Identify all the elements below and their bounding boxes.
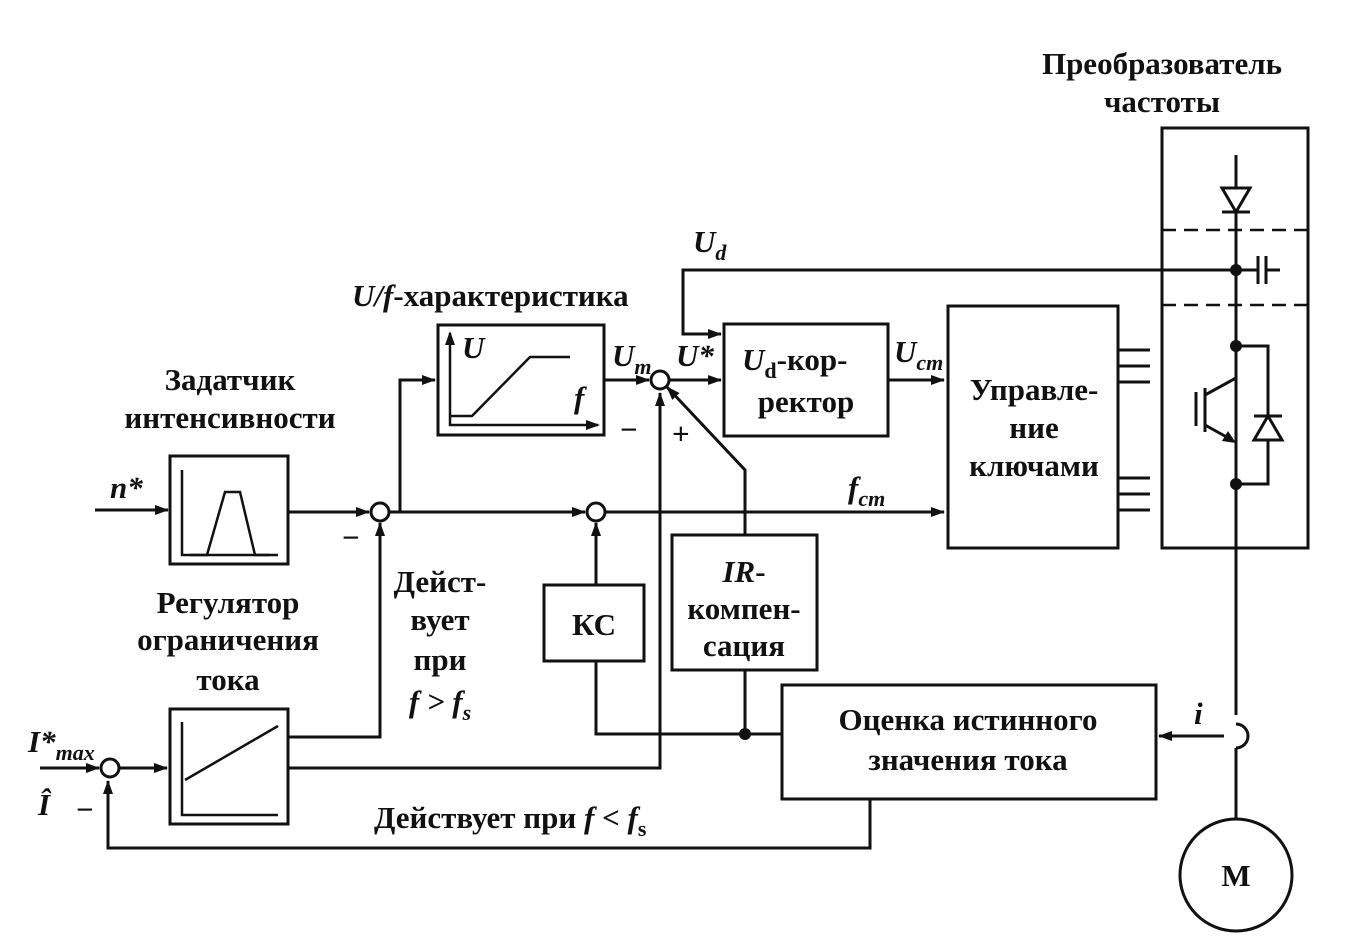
current-estimate-block — [780, 683, 1158, 801]
u-star-signal: U* — [676, 338, 714, 373]
i-hat-signal: Î — [37, 787, 52, 822]
ud-signal: Ud — [693, 224, 727, 265]
ud-corrector-label-2: ректор — [758, 384, 854, 419]
minus-sign-sumI: − — [76, 792, 94, 827]
motor-label: М — [1221, 858, 1250, 893]
graph-f-label: f — [574, 380, 587, 415]
sum-junction-u — [649, 369, 671, 391]
ramp-generator-label-1: Задатчик — [165, 362, 296, 397]
ks-block — [542, 583, 646, 663]
current-limiter-label-3: тока — [196, 662, 260, 697]
motor — [1178, 817, 1294, 933]
acts-above-condition: f > fs — [409, 684, 471, 725]
ir-compensation-label-2: компен- — [687, 591, 800, 626]
key-control-block — [946, 304, 1150, 550]
ramp-generator-label-2: интенсивности — [124, 400, 335, 435]
frequency-converter-label-2: частоты — [1104, 84, 1220, 119]
minus-sign-sumU: − — [620, 412, 638, 447]
i-signal: i — [1194, 696, 1203, 731]
ramp-generator-block — [168, 454, 290, 566]
acts-below-label: Действует при f < fs — [374, 800, 647, 841]
frequency-converter-block — [1160, 126, 1310, 715]
current-estimate-label-1: Оценка истинного — [839, 702, 1098, 737]
ud-corrector-block — [722, 322, 890, 438]
um-signal: Um — [612, 338, 652, 379]
current-limiter-label-2: ограничения — [137, 622, 319, 657]
plus-sign-sumU: + — [672, 416, 690, 451]
ks-label: КС — [572, 607, 616, 642]
key-control-label-2: ние — [1009, 410, 1058, 445]
ust-signal: Uст — [894, 334, 943, 375]
current-limiter-block — [168, 707, 290, 826]
sum-junction-2 — [585, 501, 607, 523]
uf-characteristic-block: U f — [436, 323, 606, 437]
graph-u-label: U — [462, 330, 486, 365]
ir-compensation-block — [670, 533, 819, 672]
imax-signal: I*max — [27, 724, 95, 765]
freewheel-diode-icon — [1251, 413, 1285, 442]
acts-above-label-2: вует — [410, 602, 469, 637]
ir-compensation-label-1: IR- — [721, 554, 765, 589]
ud-corrector-label-1: Ud-кор- — [742, 342, 847, 383]
current-limiter-label-1: Регулятор — [157, 585, 300, 620]
uf-characteristic-label: U/f-характеристика — [352, 278, 629, 313]
current-estimate-label-2: значения тока — [868, 742, 1068, 777]
key-control-label-3: ключами — [969, 448, 1099, 483]
frequency-converter-label-1: Преобразователь — [1042, 46, 1282, 81]
ir-compensation-label-3: сация — [703, 628, 785, 663]
fst-signal: fст — [848, 470, 885, 511]
igbt-transistor-icon — [1194, 376, 1237, 443]
key-control-label-1: Управле- — [970, 372, 1099, 407]
sum-junction-i — [99, 757, 121, 779]
sum-junction-1 — [369, 501, 391, 523]
acts-above-label-1: Дейст- — [394, 564, 487, 599]
minus-sign-sum1: − — [342, 520, 360, 555]
n-star-signal: n* — [110, 470, 143, 505]
acts-above-label-3: при — [414, 642, 467, 677]
rectifier-diode-icon — [1219, 186, 1253, 215]
